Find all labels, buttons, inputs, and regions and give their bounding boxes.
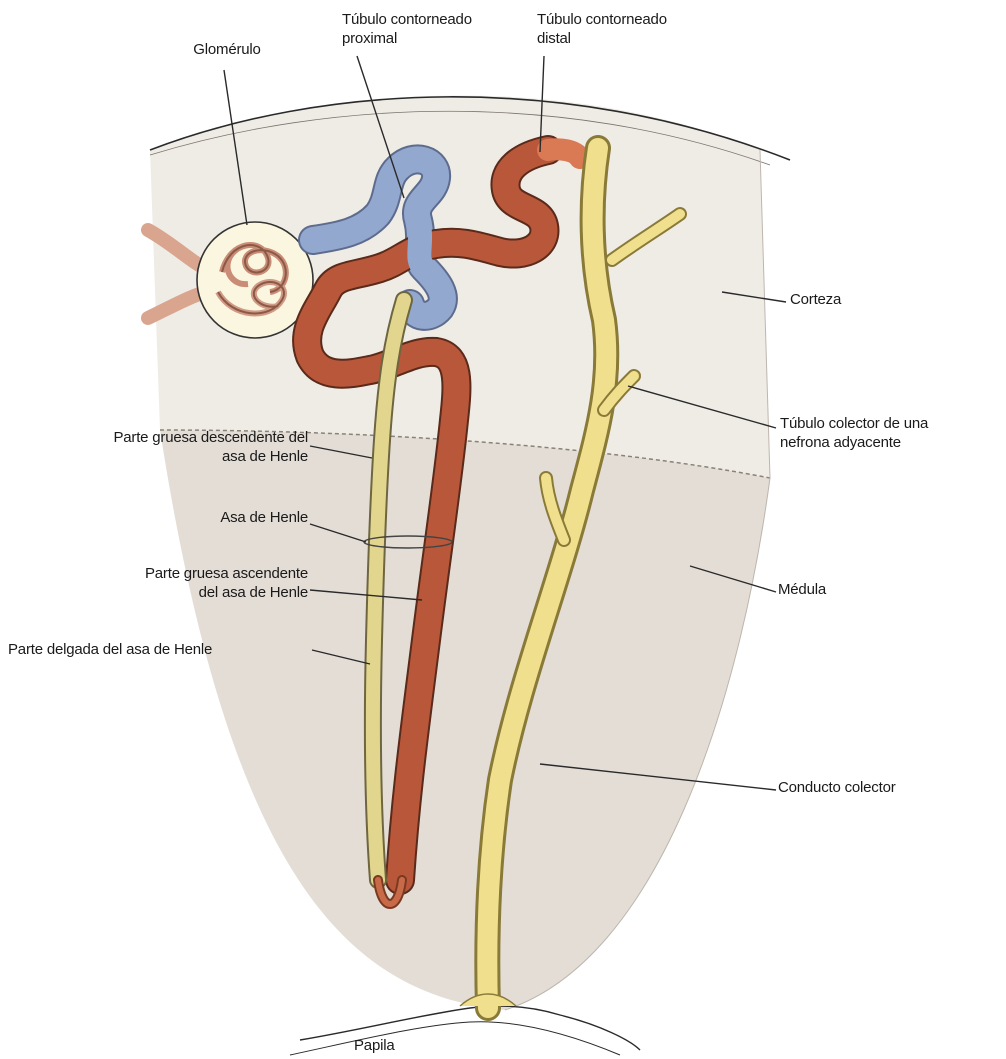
label-tubulo-proximal-l1: Túbulo contorneado bbox=[342, 10, 472, 29]
label-tubulo-distal-l1: Túbulo contorneado bbox=[537, 10, 667, 29]
label-conducto-colector-text: Conducto colector bbox=[778, 778, 896, 797]
label-tubulo-colector-l1: Túbulo colector de una bbox=[780, 414, 928, 433]
label-tubulo-colector-adyacente: Túbulo colector de una nefrona adyacente bbox=[780, 414, 928, 452]
label-parte-gruesa-ascendente: Parte gruesa ascendente del asa de Henle bbox=[40, 564, 308, 602]
label-gruesa-asc-l2: del asa de Henle bbox=[40, 583, 308, 602]
label-corteza: Corteza bbox=[790, 290, 841, 309]
label-medula-text: Médula bbox=[778, 580, 826, 599]
papilla-outline-lower bbox=[290, 1022, 620, 1055]
label-tubulo-proximal: Túbulo contorneado proximal bbox=[342, 10, 472, 48]
label-tubulo-distal-l2: distal bbox=[537, 29, 667, 48]
label-parte-delgada: Parte delgada del asa de Henle bbox=[8, 640, 212, 659]
label-tubulo-colector-l2: nefrona adyacente bbox=[780, 433, 928, 452]
label-asa-henle: Asa de Henle bbox=[150, 508, 308, 527]
label-papila-text: Papila bbox=[354, 1036, 395, 1055]
label-glomerulo-text: Glomérulo bbox=[162, 40, 292, 59]
label-corteza-text: Corteza bbox=[790, 290, 841, 309]
label-glomerulo: Glomérulo bbox=[162, 40, 292, 59]
label-medula: Médula bbox=[778, 580, 826, 599]
label-gruesa-desc-l2: asa de Henle bbox=[10, 447, 308, 466]
label-gruesa-asc-l1: Parte gruesa ascendente bbox=[40, 564, 308, 583]
label-parte-gruesa-descendente: Parte gruesa descendente del asa de Henl… bbox=[10, 428, 308, 466]
label-parte-delgada-text: Parte delgada del asa de Henle bbox=[8, 640, 212, 659]
label-gruesa-desc-l1: Parte gruesa descendente del bbox=[10, 428, 308, 447]
label-papila: Papila bbox=[354, 1036, 395, 1055]
label-tubulo-proximal-l2: proximal bbox=[342, 29, 472, 48]
label-tubulo-distal: Túbulo contorneado distal bbox=[537, 10, 667, 48]
label-asa-henle-text: Asa de Henle bbox=[150, 508, 308, 527]
label-conducto-colector: Conducto colector bbox=[778, 778, 896, 797]
